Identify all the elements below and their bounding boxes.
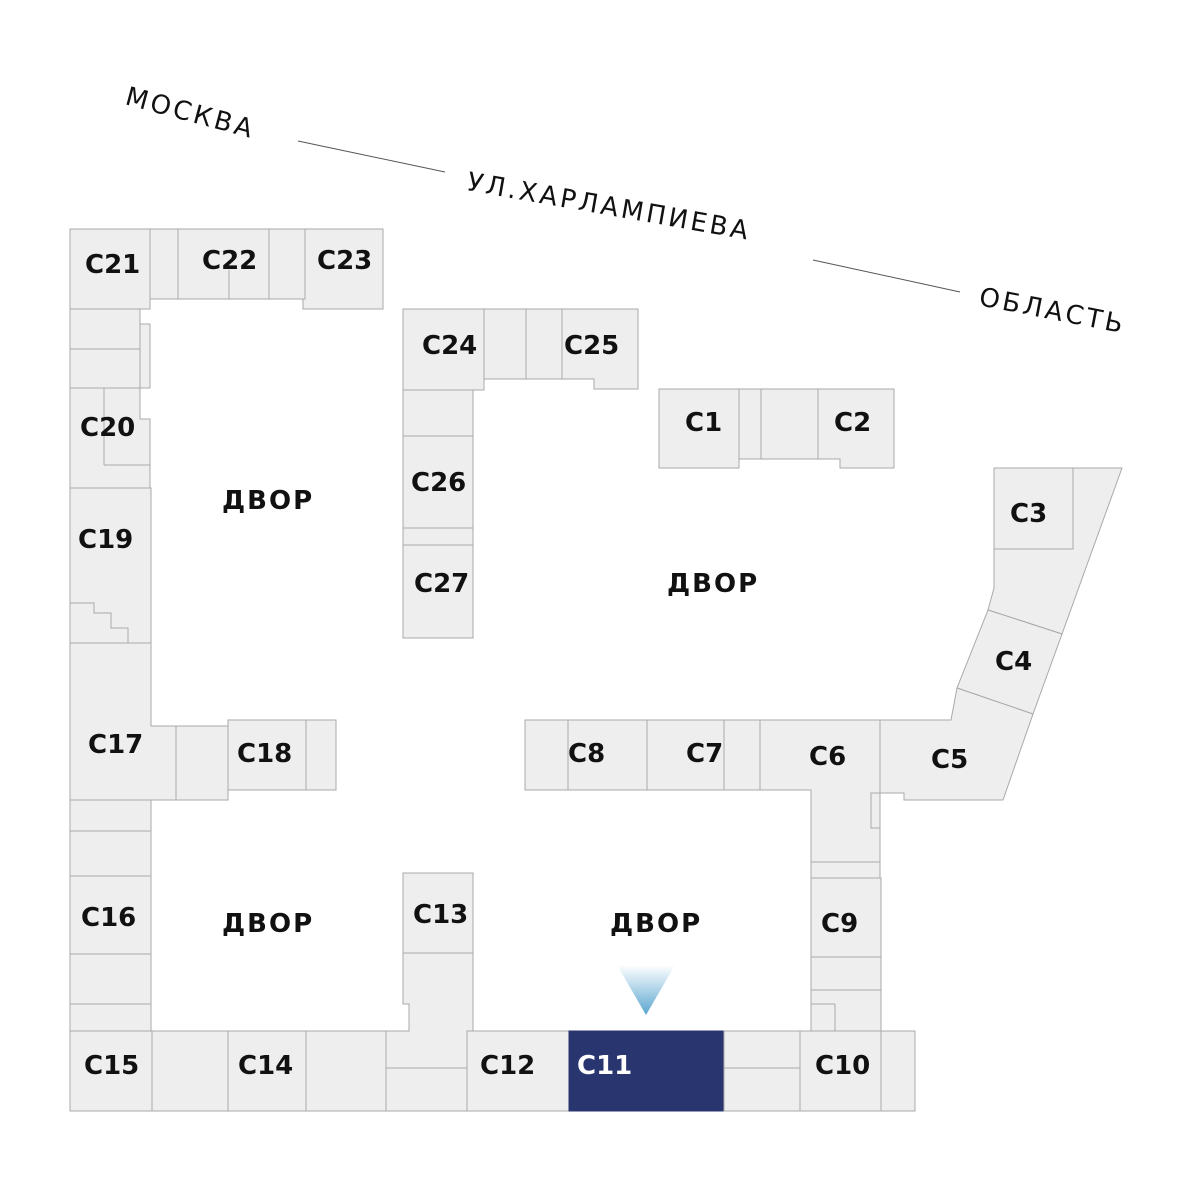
unit-c8-left[interactable]	[524, 719, 569, 791]
unit-c11-selected[interactable]	[568, 1030, 725, 1112]
street-divider-1	[297, 140, 446, 173]
label-c11: С11	[577, 1051, 632, 1081]
unit-c27[interactable]	[402, 544, 474, 639]
label-c23: С23	[317, 246, 372, 276]
unit-c23[interactable]	[302, 228, 384, 310]
c19-steps	[70, 602, 129, 643]
unit-c26-upper[interactable]	[402, 389, 474, 437]
unit-c21-lower[interactable]	[69, 308, 141, 350]
unit-labels: С1 С2 С3 С4 С5 С6 С7 С8 С9 С10 С11 С12 С…	[78, 246, 1047, 1081]
south-wing	[69, 872, 916, 1112]
unit-c24-right[interactable]	[483, 308, 527, 380]
middle-row	[524, 719, 882, 1032]
unit-c13[interactable]	[402, 872, 474, 954]
unit-c21-stair[interactable]	[139, 323, 151, 389]
unit-c14[interactable]	[227, 1030, 307, 1112]
unit-c1-right[interactable]	[738, 388, 762, 460]
unit-c25[interactable]	[561, 308, 639, 390]
unit-c9-bottom[interactable]	[810, 989, 882, 1032]
unit-c10[interactable]	[799, 1030, 916, 1112]
unit-c9[interactable]	[810, 877, 882, 958]
unit-c22[interactable]	[177, 228, 270, 300]
unit-c16-upper[interactable]	[69, 799, 152, 832]
label-c7: С7	[686, 739, 723, 769]
yard-label-south-west: ДВОР	[222, 909, 314, 939]
label-c16: С16	[81, 903, 136, 933]
label-c2: С2	[834, 408, 871, 438]
yard-label-north-west: ДВОР	[222, 486, 314, 516]
unit-c13-lower[interactable]	[385, 952, 474, 1069]
unit-c6[interactable]	[759, 719, 881, 863]
unit-c2-left[interactable]	[760, 388, 819, 460]
label-c21: С21	[85, 250, 140, 280]
label-c8: С8	[568, 739, 605, 769]
label-c17: С17	[88, 730, 143, 760]
label-c24: С24	[422, 331, 477, 361]
label-c5: С5	[931, 745, 968, 775]
west-wing	[69, 228, 384, 1032]
yard-label-north-east: ДВОР	[667, 569, 759, 599]
unit-c11-right-top[interactable]	[723, 1030, 801, 1069]
unit-c16-upper-2[interactable]	[69, 830, 152, 877]
label-c13: С13	[413, 900, 468, 930]
label-c22: С22	[202, 246, 257, 276]
label-c1: С1	[685, 408, 722, 438]
unit-c26[interactable]	[402, 435, 474, 529]
north-east-block	[658, 388, 895, 469]
unit-c15-right[interactable]	[151, 1030, 229, 1112]
label-c19: С19	[78, 525, 133, 555]
unit-c22-left[interactable]	[149, 228, 179, 300]
label-c10: С10	[815, 1051, 870, 1081]
label-c12: С12	[480, 1051, 535, 1081]
street-divider-2	[812, 259, 961, 293]
unit-c25-left[interactable]	[525, 308, 563, 380]
east-wing	[870, 467, 1123, 829]
unit-c16[interactable]	[69, 875, 152, 955]
unit-c18-right[interactable]	[305, 719, 337, 791]
unit-c16-lower[interactable]	[69, 953, 152, 1005]
unit-c21[interactable]	[69, 228, 151, 310]
label-c15: С15	[84, 1051, 139, 1081]
unit-c17[interactable]	[69, 642, 177, 801]
unit-c7-right[interactable]	[723, 719, 761, 791]
unit-c17-right[interactable]	[175, 725, 229, 801]
unit-c24[interactable]	[402, 308, 485, 391]
label-c3: С3	[1010, 499, 1047, 529]
unit-c3-strip[interactable]	[987, 467, 1123, 635]
unit-c1[interactable]	[658, 388, 740, 469]
label-c14: С14	[238, 1051, 293, 1081]
unit-c11-right-bottom[interactable]	[723, 1067, 801, 1112]
unit-c20-upper[interactable]	[69, 348, 141, 389]
label-c20: С20	[80, 413, 135, 443]
unit-c26-lower[interactable]	[402, 527, 474, 546]
unit-c15[interactable]	[69, 1030, 153, 1112]
unit-c9-lower[interactable]	[810, 956, 882, 991]
label-c26: С26	[411, 468, 466, 498]
unit-c16-lower-2[interactable]	[69, 1003, 152, 1032]
unit-c18[interactable]	[227, 719, 307, 791]
street-label-region: ОБЛАСТЬ	[977, 282, 1129, 340]
street-label-name: УЛ.ХАРЛАМПИЕВА	[465, 167, 754, 247]
label-c25: С25	[564, 331, 619, 361]
label-c9: С9	[821, 909, 858, 939]
yard-label-south-east: ДВОР	[610, 909, 702, 939]
central-block	[402, 308, 639, 639]
unit-c13-bottom[interactable]	[385, 1067, 468, 1112]
unit-c2[interactable]	[817, 388, 895, 469]
unit-c8[interactable]	[567, 719, 648, 791]
label-c4: С4	[995, 647, 1032, 677]
location-pointer-icon	[617, 965, 675, 1015]
label-c27: С27	[414, 569, 469, 599]
unit-c9-upper[interactable]	[810, 861, 881, 879]
label-c18: С18	[237, 739, 292, 769]
unit-c14-right[interactable]	[305, 1030, 387, 1112]
unit-c22-right[interactable]	[268, 228, 306, 300]
label-c6: С6	[809, 742, 846, 772]
street-label-city: МОСКВА	[122, 82, 258, 145]
